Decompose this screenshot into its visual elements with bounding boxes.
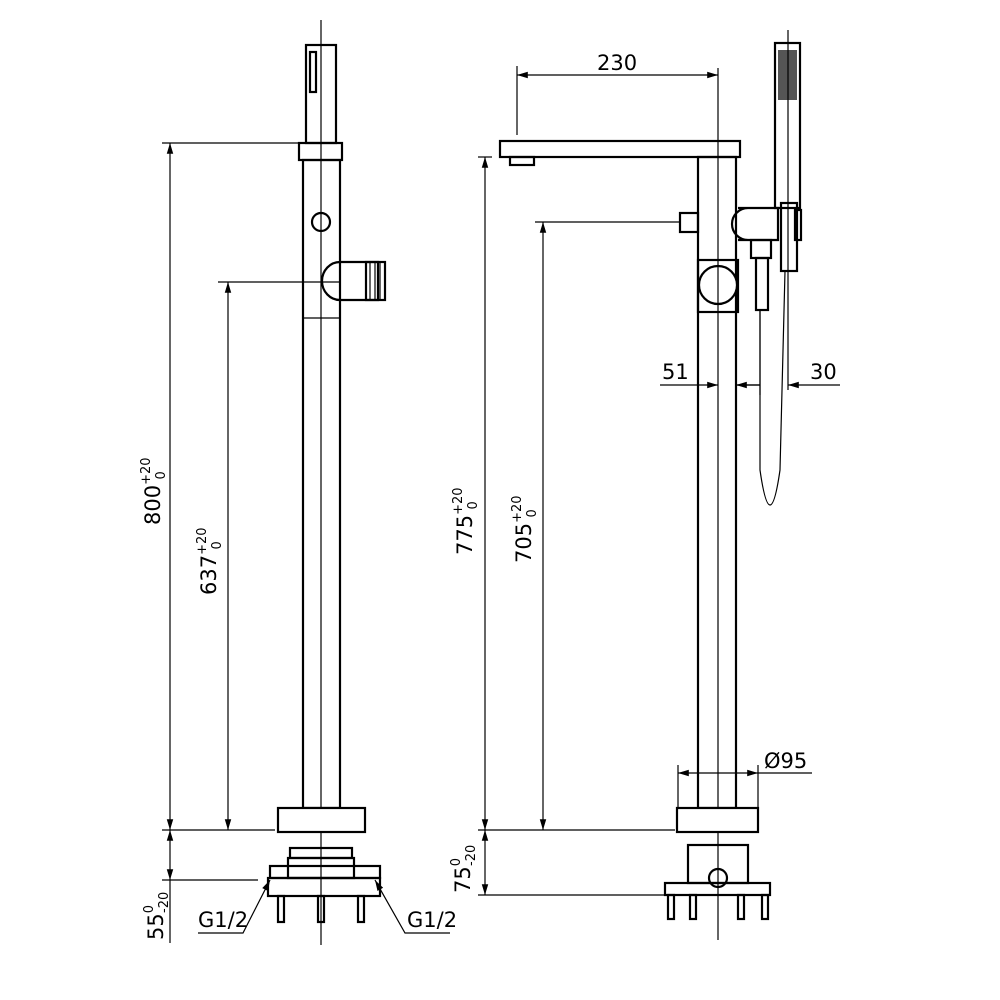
anchor-screws [276,894,366,924]
dim-230: 230 [597,51,637,75]
side-view: 800+200 637+200 550-20 G1/2 G1/2 [139,20,457,945]
dim-51: 51 [662,360,689,384]
dim-diameter-95: Ø95 [764,749,807,773]
front-view: 230 51 30 Ø95 775+200 705+200 750-20 [449,30,840,940]
base-flange [266,876,382,898]
base-block [675,806,760,834]
dim-705: 705+200 [510,495,540,563]
dim-30: 30 [810,360,837,384]
anchor-screws [666,893,770,921]
thread-label-right: G1/2 [407,908,457,932]
dim-800: 800+200 [139,457,169,525]
hose-connector [754,256,770,312]
base-block [276,806,367,834]
inlet-stub [678,211,700,234]
dim-775: 775+200 [451,487,481,555]
handshower-holder [779,201,799,273]
dim-75: 750-20 [449,845,479,893]
column-pipe [696,155,738,810]
hose [759,270,786,506]
base-flange [663,881,772,897]
thread-label-left: G1/2 [198,908,248,932]
dim-637: 637+200 [195,527,225,595]
dim-55: 550-20 [142,892,172,940]
spout [498,139,742,159]
